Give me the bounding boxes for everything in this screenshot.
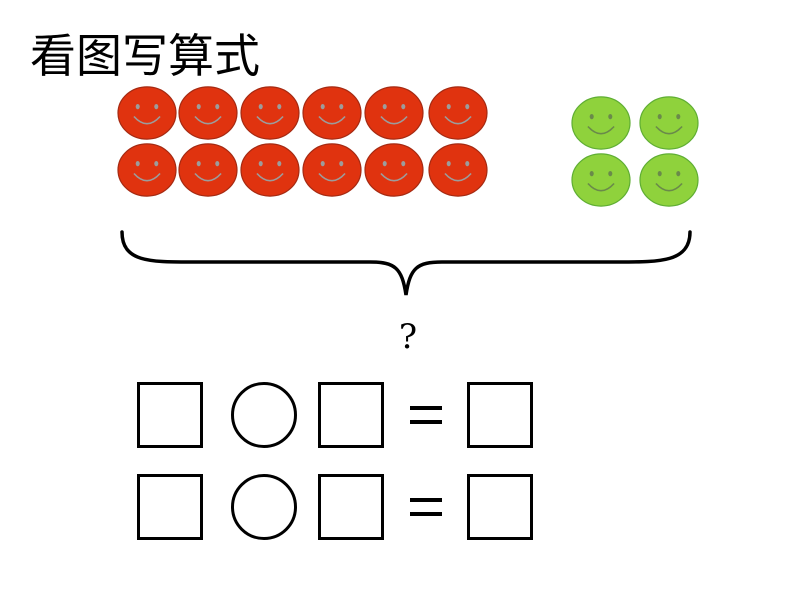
red-smiley-face-icon [302,86,362,140]
red-smiley-face-icon [428,143,488,197]
green-smiley-group [571,96,699,207]
question-mark: ? [398,317,418,357]
red-smiley-face-icon [364,86,424,140]
equals-sign [410,406,442,424]
green-smiley-face-icon [639,96,699,150]
red-smiley-face-icon [178,86,238,140]
green-smiley-face-icon [571,96,631,150]
operator-circle[interactable] [231,474,297,540]
answer-box-1[interactable] [137,474,203,540]
red-smiley-face-icon [240,86,300,140]
green-smiley-face-icon [571,153,631,207]
answer-box-2[interactable] [318,474,384,540]
result-box[interactable] [467,474,533,540]
equation-row-2 [0,470,794,546]
green-smiley-face-icon [639,153,699,207]
red-smiley-face-icon [364,143,424,197]
red-smiley-face-icon [240,143,300,197]
red-smiley-face-icon [117,143,177,197]
red-smiley-face-icon [302,143,362,197]
red-smiley-face-icon [428,86,488,140]
answer-box-2[interactable] [318,382,384,448]
equals-sign [410,498,442,516]
answer-box-1[interactable] [137,382,203,448]
red-smiley-group [117,86,488,197]
page-title: 看图写算式 [30,29,260,83]
result-box[interactable] [467,382,533,448]
equation-row-1 [0,378,794,454]
operator-circle[interactable] [231,382,297,448]
red-smiley-face-icon [178,143,238,197]
total-brace [120,230,692,296]
red-smiley-face-icon [117,86,177,140]
